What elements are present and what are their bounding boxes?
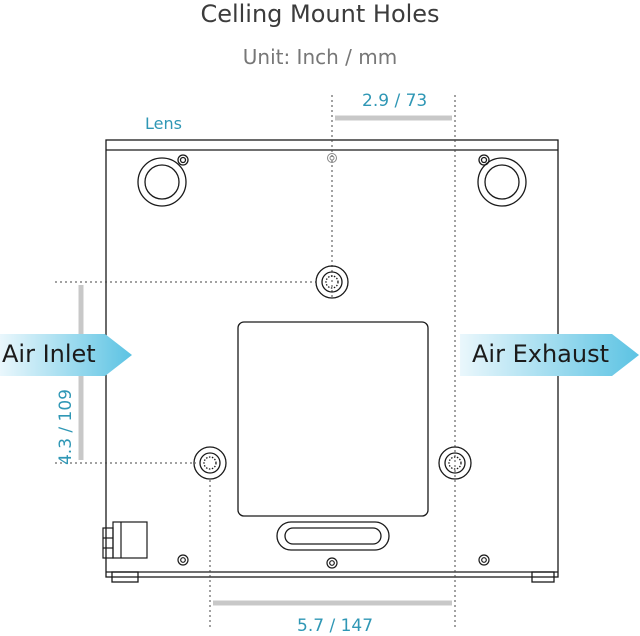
air-inlet-label: Air Inlet <box>2 340 96 368</box>
page-title: Celling Mount Holes <box>200 0 440 28</box>
foot-ring-left <box>137 154 189 207</box>
air-inlet-arrow <box>0 334 132 376</box>
mount-hole-bottom-right <box>438 446 472 480</box>
dimension-bottom-label: 5.7 / 147 <box>297 616 374 636</box>
mount-hole-bottom-left <box>193 446 227 480</box>
unit-subtitle: Unit: Inch / mm <box>242 45 398 69</box>
foot-ring-right <box>477 154 527 207</box>
center-panel <box>237 321 429 517</box>
air-exhaust-arrow <box>460 334 639 376</box>
lens-label: Lens <box>145 114 182 133</box>
mount-hole-top <box>315 265 349 299</box>
air-exhaust-label: Air Exhaust <box>472 340 609 368</box>
dim-bottom-markers <box>209 480 452 630</box>
small-hole-top-center <box>327 153 337 163</box>
side-connector <box>102 521 148 559</box>
dimension-top-label: 2.9 / 73 <box>362 91 428 111</box>
handle-slot <box>276 521 390 551</box>
small-holes-bottom <box>177 554 490 569</box>
dimension-left-label: 4.3 / 109 <box>56 388 76 466</box>
